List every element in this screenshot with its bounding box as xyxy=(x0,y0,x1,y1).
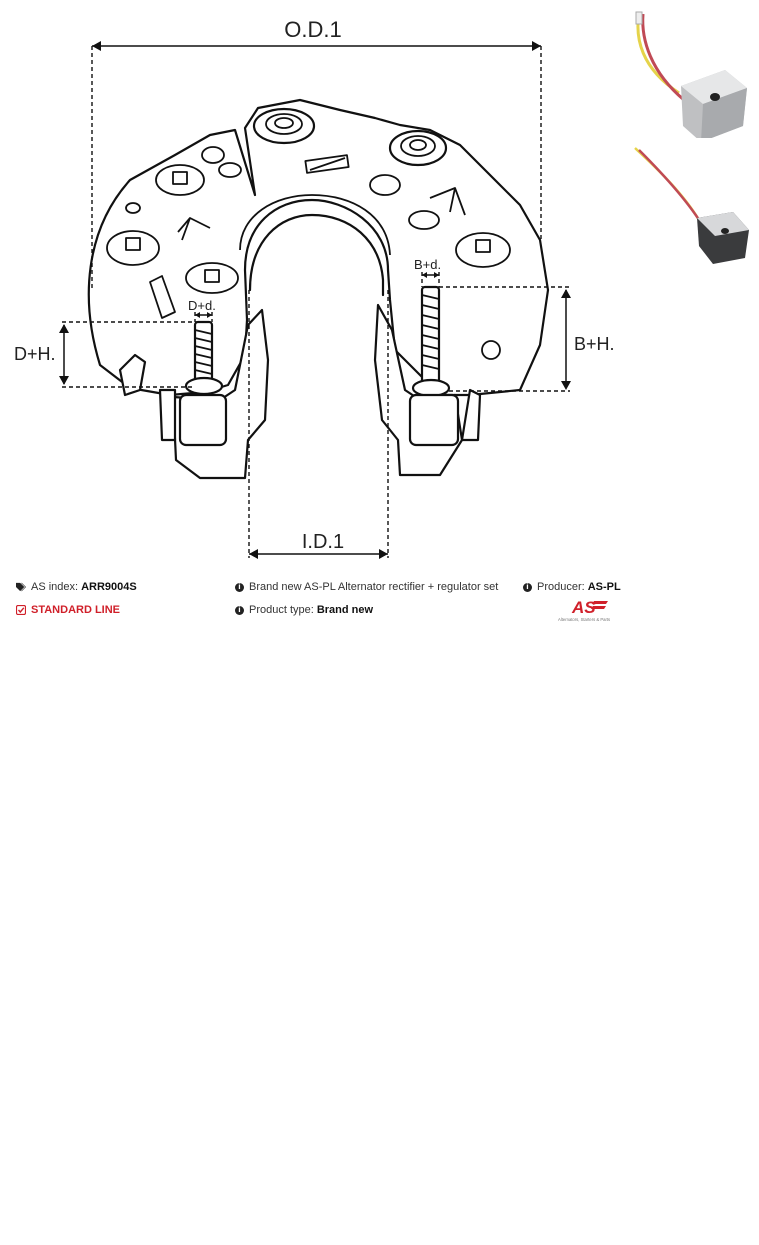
tags-icon xyxy=(16,582,26,592)
product-type-label: Product type: xyxy=(249,604,314,616)
product-photo-2[interactable] xyxy=(629,140,759,270)
info-circle-icon: i xyxy=(235,605,244,615)
info-circle-icon: i xyxy=(235,582,244,592)
left-stud xyxy=(178,320,228,447)
check-square-icon xyxy=(16,605,26,615)
right-stud xyxy=(408,285,460,447)
as-index-row: AS index: ARR9004S xyxy=(16,581,137,593)
id-label: I.D.1 xyxy=(302,531,344,553)
product-type-value: Brand new xyxy=(316,604,374,616)
bd-label: B+d. xyxy=(414,257,441,272)
logo-tagline: Alternators, Starters & Parts xyxy=(558,617,610,622)
product-type-row: i Product type: Brand new xyxy=(235,604,373,616)
dh-label: D+H. xyxy=(14,344,56,364)
standard-line-label: STANDARD LINE xyxy=(31,604,121,616)
od-label: O.D.1 xyxy=(284,17,341,42)
description-row: i Brand new AS-PL Alternator rectifier +… xyxy=(235,581,498,593)
bd-dimension: B+d. xyxy=(414,257,441,287)
product-photo-1[interactable] xyxy=(629,8,759,138)
standard-line-row[interactable]: STANDARD LINE xyxy=(16,604,120,616)
od-dimension: O.D.1 xyxy=(91,17,542,290)
dh-dimension: D+H. xyxy=(14,321,204,388)
producer-label: Producer: xyxy=(537,581,585,593)
bh-label: B+H. xyxy=(574,334,615,354)
logo-mark: AS xyxy=(571,598,596,617)
rectifier-diagram: O.D.1 I.D.1 D+H. D+d. B+H. B+d. xyxy=(14,17,615,559)
id-dimension: I.D.1 xyxy=(248,290,389,559)
dd-dimension: D+d. xyxy=(188,298,216,322)
as-index-value: ARR9004S xyxy=(81,581,137,593)
info-circle-icon: i xyxy=(523,582,532,592)
bh-dimension: B+H. xyxy=(439,286,615,392)
dd-label: D+d. xyxy=(188,298,216,313)
producer-value: AS-PL xyxy=(587,581,621,593)
producer-row: i Producer: AS-PL xyxy=(523,581,621,593)
as-index-label: AS index: xyxy=(31,581,79,593)
as-pl-logo[interactable]: AS Alternators, Starters & Parts xyxy=(556,597,618,623)
description-text: Brand new AS-PL Alternator rectifier + r… xyxy=(249,581,499,593)
rectifier-body xyxy=(87,98,550,480)
